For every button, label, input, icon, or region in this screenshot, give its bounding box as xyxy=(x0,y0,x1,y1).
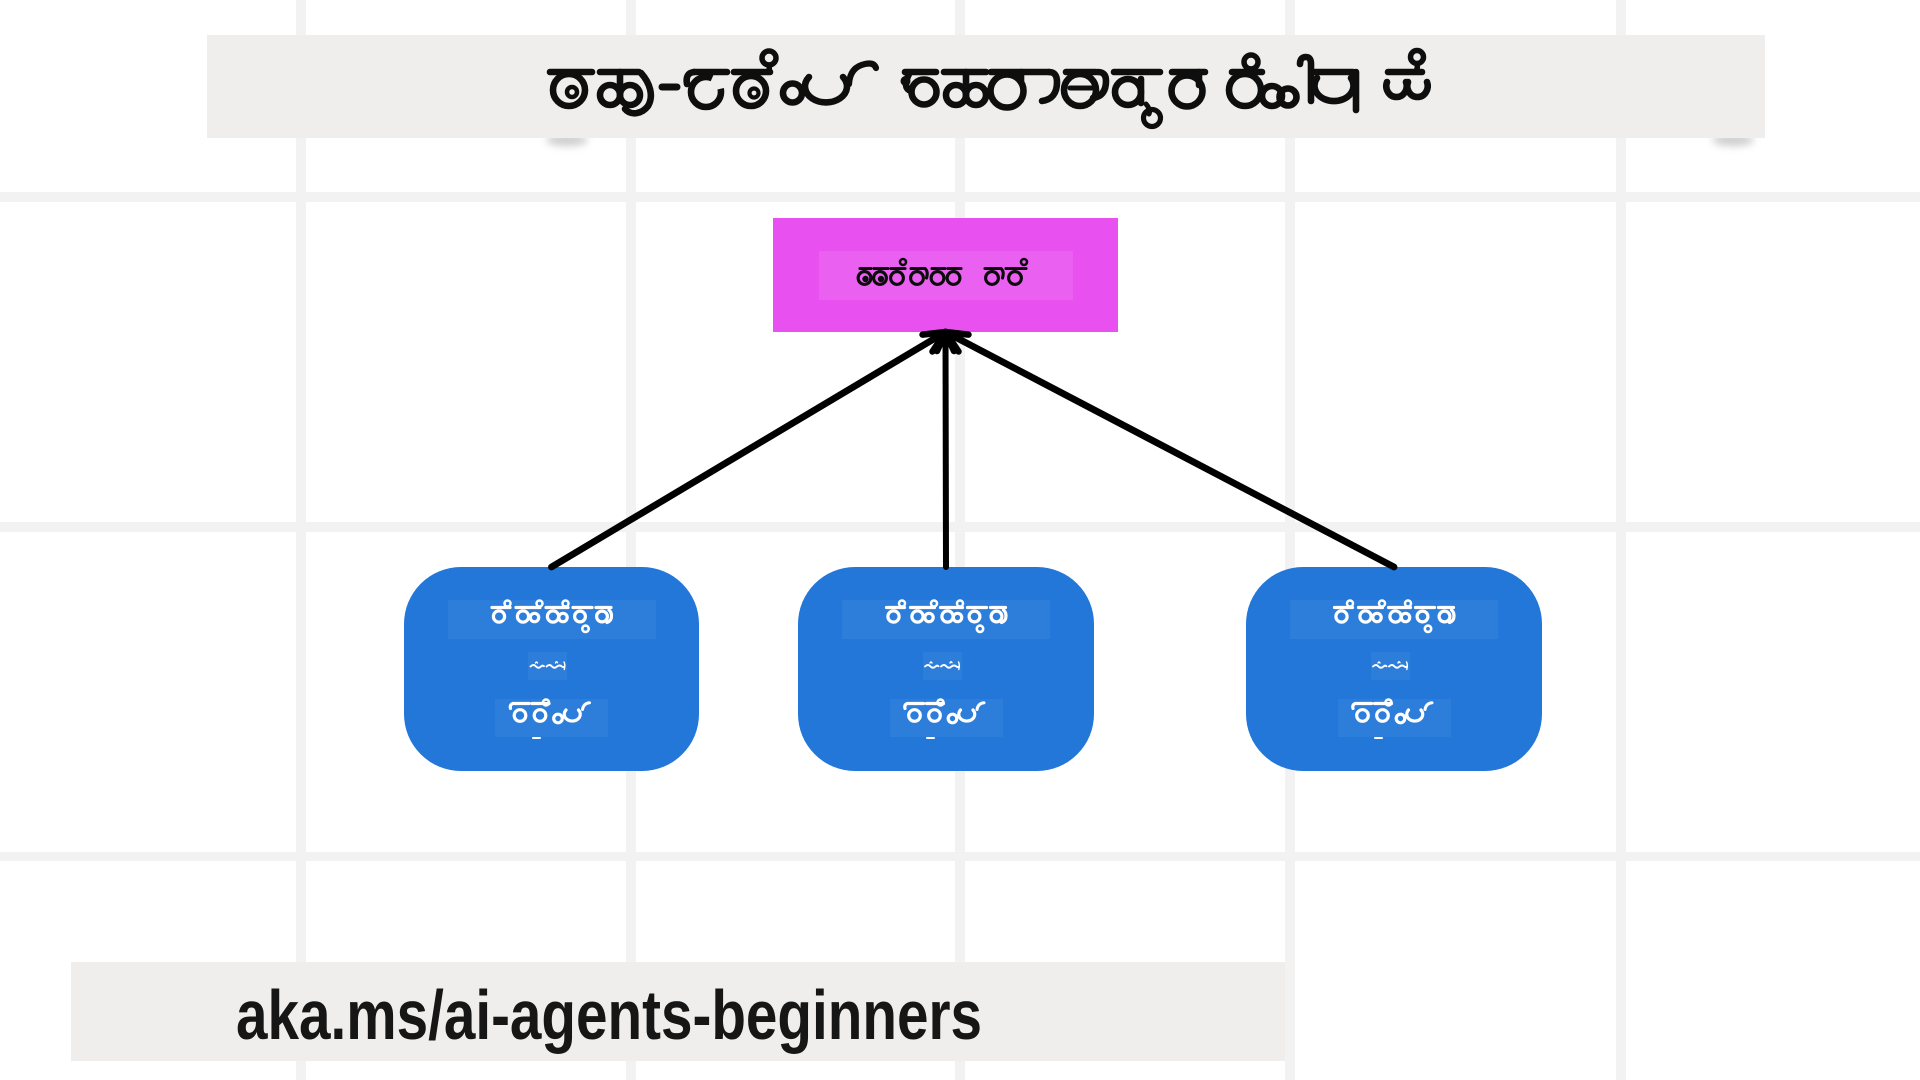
svg-text:aka.ms/ai-agents-beginners: aka.ms/ai-agents-beginners xyxy=(236,976,982,1054)
